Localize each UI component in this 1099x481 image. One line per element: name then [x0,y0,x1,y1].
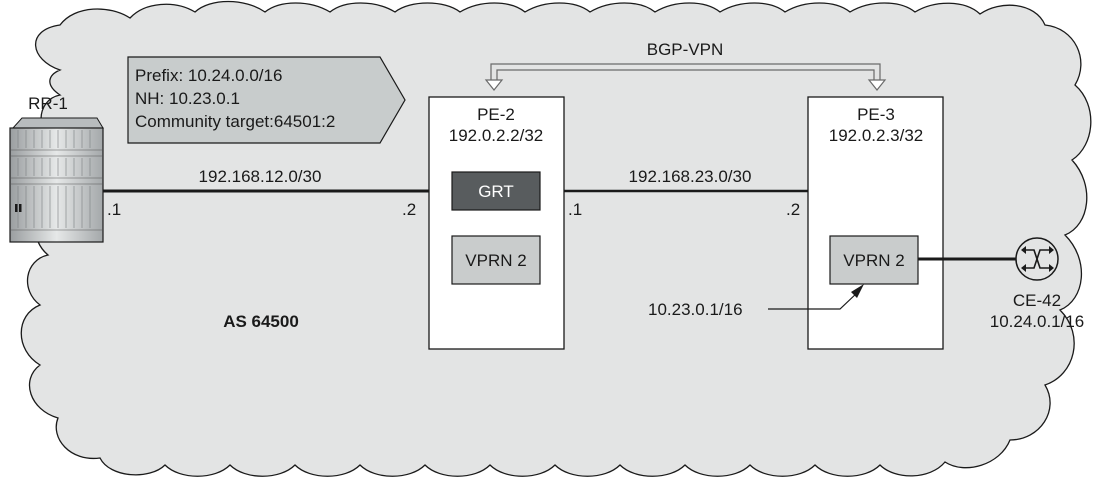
link-rr1-pe2-label: 192.168.12.0/30 [199,167,322,186]
pe2-port-left-label: .2 [402,200,416,219]
link-pe2-pe3-label: 192.168.23.0/30 [629,167,752,186]
pe3-vprn-box [829,235,919,285]
pe2-address: 192.0.2.2/32 [449,126,544,145]
pe2-vprn-label: VPRN 2 [465,251,526,270]
route-prefix-text: Prefix: 10.24.0.0/16 [135,66,282,85]
pe3-node: PE-3 192.0.2.3/32 VPRN 2 [807,96,944,350]
pe2-node: PE-2 192.0.2.2/32 GRT VPRN 2 [428,96,565,350]
vprn-interface-arrow [768,284,864,310]
pe3-name: PE-3 [857,105,895,124]
pe2-port-right-label: .1 [568,200,582,219]
rr1-label: RR-1 [28,94,68,113]
bgp-vpn-session [484,63,887,91]
rr1-port-label: .1 [107,200,121,219]
ce42-router-icon [1015,237,1059,281]
rr1-router-icon [9,117,104,243]
as-label: AS 64500 [223,312,299,331]
pe3-port-left-label: .2 [786,200,800,219]
vprn-interface-label: 10.23.0.1/16 [648,300,743,319]
route-info-callout: Prefix: 10.24.0.0/16 NH: 10.23.0.1 Commu… [127,56,406,144]
pe2-grt-label: GRT [478,182,514,201]
bgp-vpn-label: BGP-VPN [647,40,724,59]
pe3-vprn-label: VPRN 2 [843,251,904,270]
pe2-grt-box [451,171,541,211]
route-community-text: Community target:64501:2 [135,112,335,131]
pe2-vprn-box [451,235,541,285]
ce42-name: CE-42 [1013,291,1061,310]
route-nexthop-text: NH: 10.23.0.1 [135,89,240,108]
pe2-name: PE-2 [477,105,515,124]
ce42-address: 10.24.0.1/16 [990,312,1085,331]
pe3-address: 192.0.2.3/32 [829,126,924,145]
